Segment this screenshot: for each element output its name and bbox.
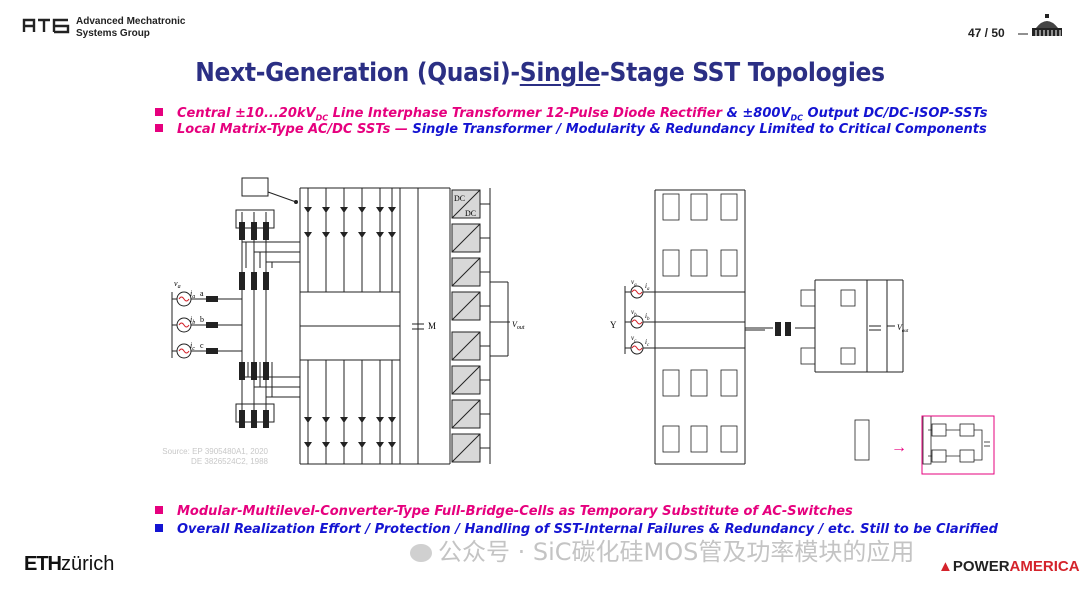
eth-building-icon (1018, 14, 1062, 36)
title-underlined: Single (519, 58, 601, 88)
label-vout-right: Vout (897, 323, 909, 334)
org-name: Advanced Mechatronic Systems Group (76, 16, 185, 40)
label-va: va (174, 279, 181, 290)
power-america-triangle-icon: ▲ (938, 558, 953, 575)
dcdc-label-bottom: DC (465, 209, 476, 218)
eth-zurich-logo: ETHzürich (24, 553, 114, 576)
ams-logo (22, 18, 70, 34)
label-midpoint: M (428, 321, 436, 331)
b2-a: Local Matrix-Type AC/DC SSTs — (177, 122, 413, 137)
figure-right-matrix-sst: Y va vb vc ia ib ic Vout → (610, 189, 932, 465)
label-neutral: Y (610, 320, 617, 330)
phase-b: b (200, 315, 204, 324)
bullet-top-1: Central ±10...20kVDC Line Interphase Tra… (155, 106, 987, 123)
title-part1: Next-Generation (Quasi)- (195, 58, 520, 88)
b1-sub2: DC (790, 113, 804, 123)
b2-b: Single Transformer / Modularity & Redund… (412, 122, 987, 137)
pa-america: AMERICA (1009, 558, 1080, 575)
bullet-top-2: Local Matrix-Type AC/DC SSTs — Single Tr… (155, 122, 987, 137)
b3-text: Modular-Multilevel-Converter-Type Full-B… (177, 504, 853, 519)
bullet-square-icon (155, 506, 163, 514)
label-ic-right: ic (645, 338, 650, 348)
label-vc-right: vc (631, 334, 637, 344)
label-ib-right: ib (645, 312, 650, 322)
org-name-line2: Systems Group (76, 28, 150, 39)
label-ic: ic (190, 341, 195, 352)
pa-power: POWER (952, 558, 1010, 575)
source-note: Source: EP 3905480A1, 2020 DE 3826524C2,… (160, 447, 268, 467)
b1-c: & ±800V (726, 106, 791, 121)
eth-rest: zürich (61, 553, 115, 575)
org-name-line1: Advanced Mechatronic (76, 16, 186, 27)
label-vout-left: Vout (512, 320, 525, 331)
b1-sub1: DC (315, 113, 329, 123)
figure-left-12-pulse-rectifier: DC DC va ia ib ic a b c M Vout (171, 177, 525, 465)
b1-b: Line Interphase Transformer 12-Pulse Dio… (328, 106, 727, 121)
power-america-logo: ▲POWERAMERICA (938, 558, 1080, 575)
label-ia: ia (190, 289, 195, 300)
b1-a: Central ±10...20kV (177, 106, 316, 121)
slide-title: Next-Generation (Quasi)-Single-Stage SST… (0, 58, 1080, 88)
full-bridge-cell-diagram (921, 415, 995, 475)
label-va-right: va (631, 278, 637, 288)
eth-bold: ETH (24, 553, 62, 575)
dcdc-label-top: DC (454, 194, 465, 203)
b4-text: Overall Realization Effort / Protection … (177, 522, 998, 537)
bullet-square-icon (155, 524, 163, 532)
phase-c: c (200, 341, 204, 350)
label-vb-right: vb (631, 308, 637, 318)
source-line1: Source: EP 3905480A1, 2020 (162, 447, 268, 456)
wechat-icon (410, 544, 432, 562)
watermark: 公众号 · SiC碳化硅MOS管及功率模块的应用 (410, 532, 914, 567)
bullet-bottom-2: Overall Realization Effort / Protection … (155, 522, 998, 537)
phase-a: a (200, 289, 204, 298)
b1-d: Output DC/DC-ISOP-SSTs (803, 106, 988, 121)
page-number: 47 / 50 (968, 26, 1005, 40)
bullet-square-icon (155, 108, 163, 116)
arrow-icon: → (891, 439, 907, 456)
bullet-bottom-1: Modular-Multilevel-Converter-Type Full-B… (155, 504, 853, 519)
bullet-square-icon (155, 124, 163, 132)
title-part2: -Stage SST Topologies (600, 58, 885, 88)
source-line2: DE 3826524C2, 1988 (191, 457, 268, 466)
label-ib: ib (190, 315, 195, 326)
label-ia-right: ia (645, 282, 650, 292)
watermark-text: 公众号 · SiC碳化硅MOS管及功率模块的应用 (438, 538, 915, 566)
